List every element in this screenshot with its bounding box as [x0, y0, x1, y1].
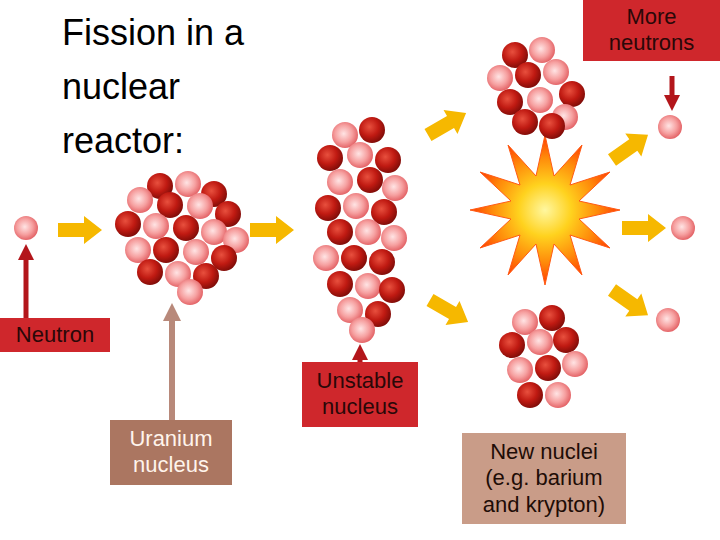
neutron-sphere [671, 216, 695, 240]
proton-sphere [539, 305, 565, 331]
proton-sphere [515, 62, 541, 88]
proton-sphere [341, 245, 367, 271]
label-text: New nuclei (e.g. barium and krypton) [472, 439, 616, 518]
neutron-sphere [349, 317, 375, 343]
neutron-sphere [125, 237, 151, 263]
neutron-sphere [382, 175, 408, 201]
proton-sphere [499, 332, 525, 358]
neutron-sphere [187, 193, 213, 219]
proton-sphere [137, 259, 163, 285]
neutron-sphere [127, 187, 153, 213]
proton-sphere [559, 81, 585, 107]
leader-arrow [169, 312, 175, 420]
proton-sphere [512, 109, 538, 135]
proton-sphere [315, 195, 341, 221]
flow-arrow [604, 279, 656, 327]
proton-sphere [153, 237, 179, 263]
proton-sphere [553, 327, 579, 353]
neutron-sphere [143, 213, 169, 239]
neutron-sphere [355, 273, 381, 299]
label-text: More neutrons [591, 4, 712, 57]
proton-sphere [317, 145, 343, 171]
flow-arrow [604, 123, 656, 171]
neutron-sphere [347, 142, 373, 168]
proton-sphere [535, 355, 561, 381]
neutron-sphere [355, 219, 381, 245]
neutron-sphere [656, 308, 680, 332]
label-text: Unstable nucleus [310, 368, 410, 421]
neutron-sphere [529, 37, 555, 63]
proton-sphere [359, 117, 385, 143]
neutron-sphere [183, 239, 209, 265]
flow-arrow [622, 214, 666, 242]
label-text: Neutron [8, 322, 102, 348]
label-box: Unstable nucleus [302, 362, 418, 427]
neutron-sphere [177, 279, 203, 305]
flow-arrow [421, 101, 473, 147]
product-cluster [487, 37, 585, 139]
label-text: Uranium nucleus [120, 426, 222, 479]
proton-sphere [357, 167, 383, 193]
unstable-cluster [313, 117, 408, 343]
proton-sphere [539, 113, 565, 139]
neutron-sphere [507, 357, 533, 383]
leader-arrow [670, 76, 675, 103]
neutron-sphere [527, 87, 553, 113]
proton-sphere [375, 147, 401, 173]
neutron-sphere [562, 351, 588, 377]
title-text: Fission in a nuclear reactor: [62, 12, 244, 161]
proton-sphere [115, 211, 141, 237]
proton-sphere [369, 249, 395, 275]
neutron-sphere [14, 216, 38, 240]
flow-arrow [250, 216, 294, 244]
neutron-sphere [545, 382, 571, 408]
neutron-sphere [527, 329, 553, 355]
label-box: More neutrons [583, 0, 720, 61]
label-box: Uranium nucleus [110, 420, 232, 485]
proton-sphere [327, 271, 353, 297]
neutron-sphere [487, 65, 513, 91]
energy-burst [470, 135, 620, 285]
label-box: New nuclei (e.g. barium and krypton) [462, 433, 626, 524]
proton-sphere [517, 382, 543, 408]
proton-sphere [327, 219, 353, 245]
neutron-sphere [175, 171, 201, 197]
leader-arrow [358, 352, 363, 362]
flow-arrow [423, 288, 475, 334]
product-cluster [499, 305, 588, 408]
neutron-sphere [313, 245, 339, 271]
neutron-sphere [543, 59, 569, 85]
neutron-sphere [343, 193, 369, 219]
neutron-sphere [327, 169, 353, 195]
proton-sphere [173, 215, 199, 241]
proton-sphere [379, 277, 405, 303]
uranium-cluster [115, 171, 249, 305]
leader-arrow [24, 252, 29, 318]
label-box: Neutron [0, 318, 110, 352]
diagram-title: Fission in a nuclear reactor: [62, 6, 302, 168]
neutron-sphere [381, 225, 407, 251]
flow-arrow [58, 216, 102, 244]
neutron-sphere [658, 115, 682, 139]
